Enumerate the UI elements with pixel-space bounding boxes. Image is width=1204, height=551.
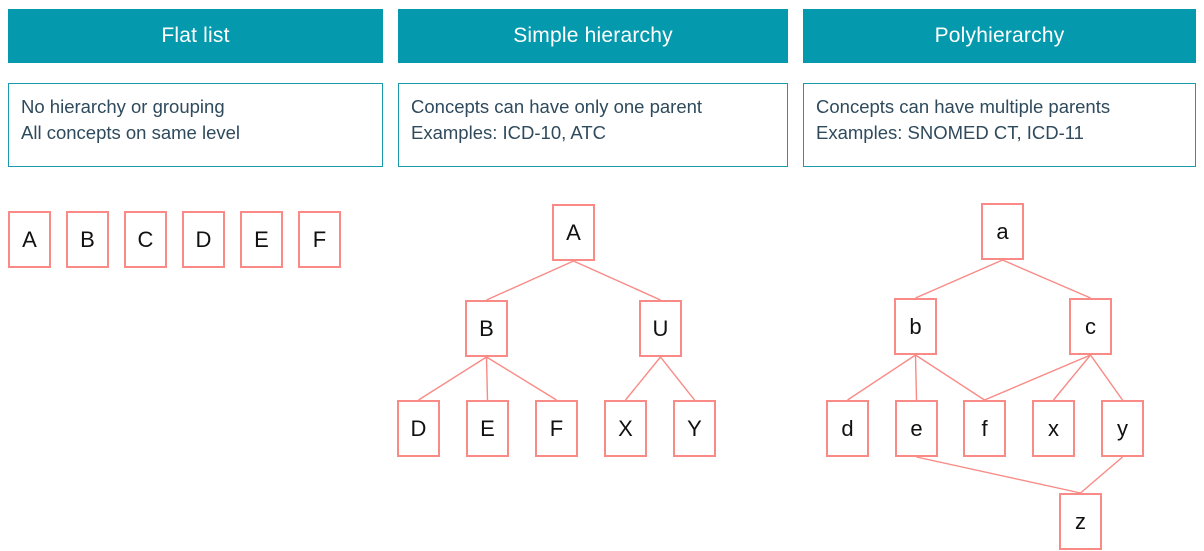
hierarchy-edge-B-E (485, 356, 489, 401)
concept-node-simple-hierarchy-Y[interactable]: Y (673, 400, 716, 457)
concept-node-label: f (981, 415, 988, 441)
hierarchy-edge-y-z (1080, 456, 1123, 494)
concept-node-simple-hierarchy-F[interactable]: F (535, 400, 578, 457)
concept-node-label: a (996, 218, 1009, 244)
hierarchy-edge-c-y (1089, 354, 1124, 401)
concept-node-label: x (1048, 415, 1059, 441)
concept-node-polyhierarchy-e[interactable]: e (895, 400, 938, 457)
concept-node-simple-hierarchy-A[interactable]: A (552, 204, 595, 261)
hierarchy-edge-b-e (914, 354, 918, 401)
concept-node-simple-hierarchy-D[interactable]: D (397, 400, 440, 457)
column-header-flat-list: Flat list (8, 9, 383, 63)
concept-node-label: A (22, 226, 37, 252)
concept-node-polyhierarchy-z[interactable]: z (1059, 493, 1102, 550)
concept-node-label: b (909, 313, 922, 339)
flat-list-desc-line-2: All concepts on same level (21, 122, 241, 143)
concept-node-polyhierarchy-x[interactable]: x (1032, 400, 1075, 457)
concept-node-label: e (910, 415, 923, 441)
hierarchy-edge-B-D (418, 356, 487, 401)
concept-node-label: X (618, 415, 633, 441)
concept-node-label: A (566, 219, 581, 245)
concept-node-label: B (80, 226, 95, 252)
column-title-flat-list: Flat list (161, 24, 230, 47)
concept-node-label: D (195, 226, 212, 252)
polyhierarchy-desc-line-2: Examples: SNOMED CT, ICD-11 (816, 122, 1084, 143)
concept-node-polyhierarchy-a[interactable]: a (981, 203, 1024, 260)
concept-node-flat-list-E[interactable]: E (240, 211, 283, 268)
concept-node-label: y (1117, 415, 1128, 441)
hierarchy-edge-c-x (1052, 354, 1092, 401)
concept-node-simple-hierarchy-X[interactable]: X (604, 400, 647, 457)
concept-node-label: E (480, 415, 495, 441)
column-title-simple-hierarchy: Simple hierarchy (513, 24, 673, 47)
concept-node-flat-list-D[interactable]: D (182, 211, 225, 268)
concept-node-label: C (137, 226, 154, 252)
column-title-polyhierarchy: Polyhierarchy (934, 24, 1065, 47)
concept-node-label: E (254, 226, 269, 252)
hierarchy-edge-b-f (915, 354, 985, 401)
concept-node-simple-hierarchy-E[interactable]: E (466, 400, 509, 457)
concept-node-label: Y (687, 415, 702, 441)
hierarchy-edge-U-X (624, 356, 662, 401)
column-description-polyhierarchy: Concepts can have multiple parents Examp… (803, 83, 1196, 167)
concept-node-flat-list-F[interactable]: F (298, 211, 341, 268)
simple-hierarchy-desc-line-1: Concepts can have only one parent (411, 96, 703, 117)
concept-node-label: F (312, 226, 327, 252)
simple-hierarchy-desc-line-2: Examples: ICD-10, ATC (411, 122, 606, 143)
hierarchy-edge-c-f (984, 354, 1091, 401)
concept-node-label: z (1075, 508, 1086, 534)
hierarchy-edge-a-c (1002, 259, 1091, 299)
concept-node-flat-list-C[interactable]: C (124, 211, 167, 268)
concept-node-label: c (1085, 313, 1096, 339)
concept-node-polyhierarchy-c[interactable]: c (1069, 298, 1112, 355)
column-header-simple-hierarchy: Simple hierarchy (398, 9, 788, 63)
concept-node-polyhierarchy-d[interactable]: d (826, 400, 869, 457)
concept-node-label: F (549, 415, 564, 441)
concept-node-polyhierarchy-f[interactable]: f (963, 400, 1006, 457)
column-description-simple-hierarchy: Concepts can have only one parent Exampl… (398, 83, 788, 167)
polyhierarchy-desc-line-1: Concepts can have multiple parents (816, 96, 1111, 117)
hierarchy-edge-B-F (486, 356, 557, 401)
hierarchy-edge-A-U (573, 260, 661, 301)
concept-node-label: B (479, 315, 494, 341)
concept-node-simple-hierarchy-B[interactable]: B (465, 300, 508, 357)
concept-node-label: D (410, 415, 427, 441)
hierarchy-edge-b-d (847, 354, 916, 401)
hierarchy-edge-a-b (915, 259, 1003, 299)
concept-node-polyhierarchy-y[interactable]: y (1101, 400, 1144, 457)
flat-list-desc-line-1: No hierarchy or grouping (21, 96, 225, 117)
hierarchy-edge-e-z (916, 456, 1081, 494)
concept-node-polyhierarchy-b[interactable]: b (894, 298, 937, 355)
concept-node-label: U (652, 315, 669, 341)
concept-node-simple-hierarchy-U[interactable]: U (639, 300, 682, 357)
column-description-flat-list: No hierarchy or grouping All concepts on… (8, 83, 383, 167)
concept-node-flat-list-B[interactable]: B (66, 211, 109, 268)
hierarchy-edge-U-Y (659, 356, 696, 401)
hierarchy-edge-A-B (486, 260, 574, 301)
concept-node-label: d (841, 415, 854, 441)
concept-node-flat-list-A[interactable]: A (8, 211, 51, 268)
column-header-polyhierarchy: Polyhierarchy (803, 9, 1196, 63)
